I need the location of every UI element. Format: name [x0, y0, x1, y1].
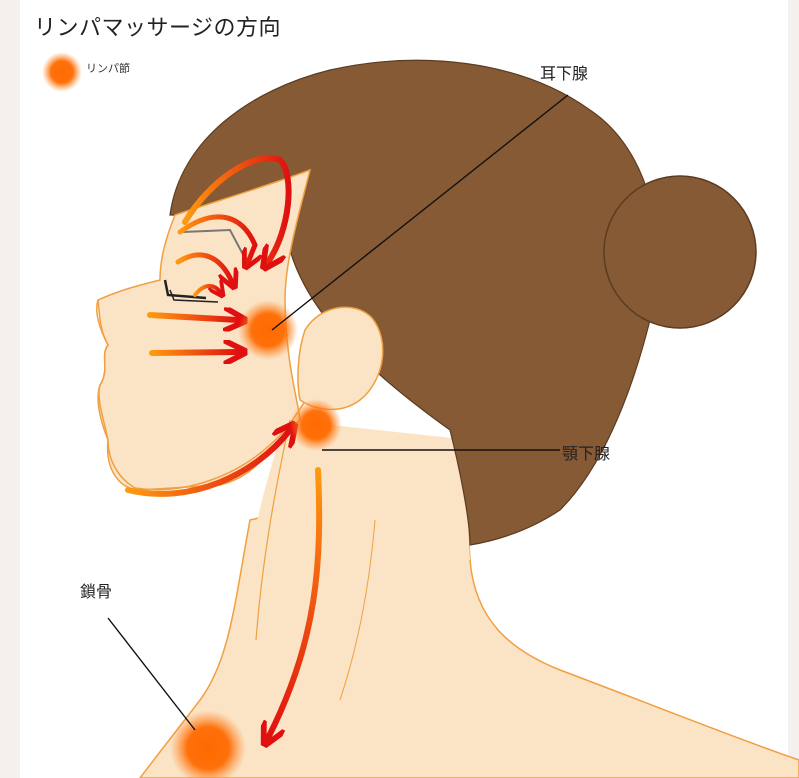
label-clavicle: 鎖骨 [80, 578, 112, 602]
legend-node-icon [42, 52, 82, 92]
arrow-mouth [152, 352, 238, 353]
legend-label: リンパ節 [86, 60, 130, 76]
lymph-node-parotid [238, 300, 298, 360]
ear [298, 307, 383, 409]
hair-bun [604, 176, 756, 328]
lymph-node-submandibular [290, 399, 342, 451]
label-parotid: 耳下腺 [540, 60, 588, 84]
label-submandibular: 顎下腺 [562, 440, 610, 464]
diagram-title: リンパマッサージの方向 [34, 10, 281, 42]
leader-clavicle [108, 618, 195, 730]
